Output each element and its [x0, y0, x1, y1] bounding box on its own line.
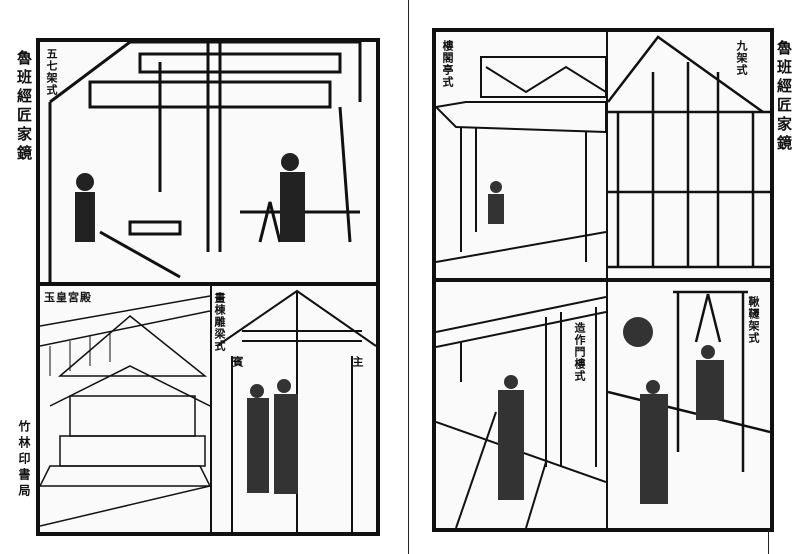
- caption-nine-frame: 九架式: [735, 40, 748, 76]
- panel-jade-emperor-palace: 玉皇宮殿: [38, 284, 212, 534]
- caption-painted-beams: 畫棟雕梁式: [213, 292, 226, 352]
- left-spine-title: 魯班經匠家鏡: [15, 50, 33, 164]
- gate-tower-illustration: [436, 296, 606, 528]
- page-gutter: [408, 0, 409, 554]
- caption-jade-emperor-palace: 玉皇宮殿: [44, 291, 92, 304]
- right-page-frame: [432, 28, 774, 532]
- left-page-frame: [36, 38, 380, 536]
- caption-pavilion: 樓閣亭式: [441, 40, 454, 88]
- carpenters-workshop-illustration: [48, 42, 362, 282]
- pavilion-illustration: [436, 56, 606, 263]
- right-edge-mark: [768, 520, 769, 554]
- swing-illustration: [608, 290, 770, 504]
- sign-guest: 賓: [231, 356, 244, 368]
- panel-five-seven-frame: 五七架式: [38, 40, 378, 284]
- panel-painted-beams: 畫棟雕梁式 賓 主: [210, 284, 378, 534]
- palace-illustration: [40, 295, 210, 527]
- caption-swing-frame: 鞦韆架式: [747, 296, 760, 344]
- caption-five-seven-frame: 五七架式: [45, 48, 58, 96]
- publisher-name: 竹林印書局: [17, 420, 31, 500]
- panel-nine-frame: 九架式: [606, 30, 772, 280]
- panel-gate-tower: 造作門樓式: [434, 280, 608, 530]
- right-spine-title: 魯班經匠家鏡: [775, 40, 793, 154]
- panel-swing-frame: 鞦韆架式: [606, 280, 772, 530]
- painted-beams-hall-illustration: [216, 289, 376, 532]
- sign-host: 主: [351, 356, 364, 368]
- caption-gate-tower: 造作門樓式: [573, 322, 586, 382]
- panel-pavilion: 樓閣亭式: [434, 30, 608, 280]
- nine-frame-structure-illustration: [608, 35, 770, 269]
